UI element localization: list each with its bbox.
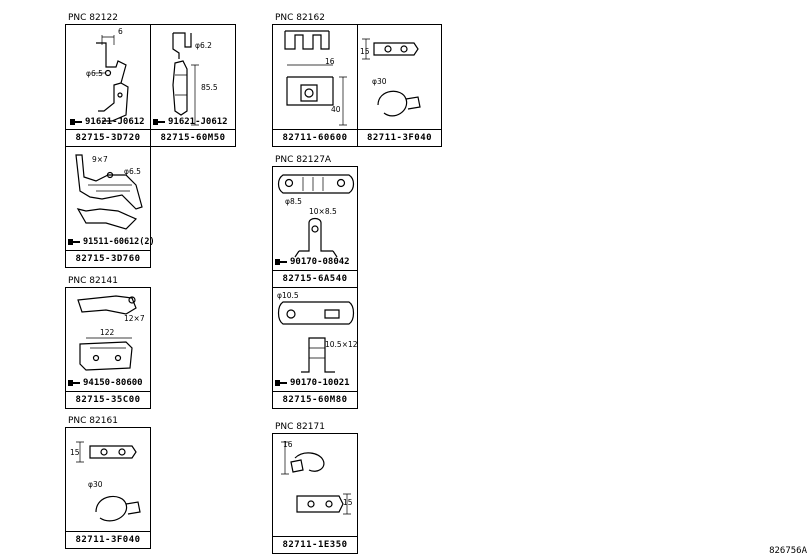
bolt-icon <box>275 379 287 387</box>
part-box-82122: 6 φ6.5 91621-J0612 82715-3D720 φ6.2 85.5… <box>65 24 236 147</box>
dim-length: 85.5 <box>201 83 218 92</box>
dim-height: 15 <box>70 448 80 457</box>
fastener-number: 90170-10021 <box>290 378 350 388</box>
fastener-callout: 91621-J0612 <box>70 117 145 127</box>
dim-diameter: φ30 <box>88 480 103 489</box>
part-cell-82715-35C00[interactable]: 12×7 122 94150-80600 82715-35C00 <box>65 287 151 409</box>
bracket-drawing <box>277 301 355 373</box>
bracket-drawing <box>75 154 143 230</box>
bolt-icon <box>275 258 287 266</box>
part-cell-82711-3F040[interactable]: 15 φ30 82711-3F040 <box>65 427 151 549</box>
fastener-callout: 94150-80600 <box>68 378 143 388</box>
dim-hole-diameter: φ6.2 <box>195 41 212 50</box>
bracket-drawing <box>94 35 129 122</box>
pnc-label-82162: PNC 82162 <box>275 13 325 23</box>
part-number: 82711-60600 <box>273 129 357 146</box>
dim-height: 16 <box>283 440 293 449</box>
illustration-reference: 826756A <box>769 546 807 556</box>
dim-slot: 9×7 <box>92 155 108 164</box>
dim-length: 40 <box>331 105 341 114</box>
part-number: 82715-3D760 <box>66 250 150 267</box>
bolt-icon <box>68 379 80 387</box>
part-cell-82715-3D720[interactable]: 6 φ6.5 91621-J0612 82715-3D720 <box>66 25 151 146</box>
bracket-drawing <box>277 174 355 258</box>
part-cell-82715-3D760[interactable]: 9×7 φ6.5 91511-60612(2) 82715-3D760 <box>65 146 155 268</box>
clamp-drawing <box>76 441 141 522</box>
pnc-label-82127a: PNC 82127A <box>275 155 332 165</box>
part-number: 82711-3F040 <box>358 129 441 146</box>
fastener-number: 90170-08042 <box>290 257 350 267</box>
part-number: 82715-6A540 <box>273 270 357 287</box>
bracket-drawing <box>172 32 199 126</box>
part-number: 82715-3D720 <box>66 129 150 146</box>
dim-slot: 10×8.5 <box>309 207 337 216</box>
part-number: 82711-1E350 <box>273 536 357 553</box>
dim-width: 16 <box>325 57 335 66</box>
dim-width: 15 <box>343 498 353 507</box>
fastener-number: 91621-J0612 <box>168 117 228 127</box>
fastener-number: 91621-J0612 <box>85 117 145 127</box>
part-number: 82715-60M50 <box>151 129 235 146</box>
pnc-label-82122: PNC 82122 <box>68 13 118 23</box>
bolt-icon <box>68 238 80 246</box>
dim-diameter: φ30 <box>372 77 387 86</box>
bolt-icon <box>153 118 165 126</box>
part-number: 82711-3F040 <box>66 531 150 548</box>
bracket-drawing <box>77 295 137 371</box>
part-cell-82715-6A540[interactable]: φ8.5 10×8.5 90170-08042 82715-6A540 <box>272 166 358 288</box>
fastener-number: 94150-80600 <box>83 378 143 388</box>
clamp-drawing <box>362 38 421 117</box>
dim-length: 122 <box>100 328 115 337</box>
dim-hole-diameter: φ6.5 <box>86 69 103 78</box>
part-cell-82711-1E350[interactable]: 16 15 82711-1E350 <box>272 433 358 554</box>
fastener-callout: 90170-08042 <box>275 257 350 267</box>
part-cell-82715-60M80[interactable]: φ10.5 10.5×12 90170-10021 82715-60M80 <box>272 287 358 409</box>
clamp-drawing <box>284 30 347 126</box>
pnc-label-82171: PNC 82171 <box>275 422 325 432</box>
part-number: 82715-35C00 <box>66 391 150 408</box>
part-cell-82715-60M50[interactable]: φ6.2 85.5 91621-J0612 82715-60M50 <box>151 25 235 146</box>
clamp-drawing <box>281 441 351 515</box>
dim-width: 6 <box>118 27 123 36</box>
dim-slot: 10.5×12 <box>325 340 358 349</box>
fastener-callout: 91511-60612(2) <box>68 237 155 247</box>
pnc-label-82141: PNC 82141 <box>68 276 118 286</box>
dim-slot: 12×7 <box>124 314 145 323</box>
part-cell-82711-60600[interactable]: 16 40 82711-60600 <box>273 25 358 146</box>
pnc-label-82161: PNC 82161 <box>68 416 118 426</box>
dim-height: 15 <box>360 47 370 56</box>
dim-hole-diameter: φ8.5 <box>285 197 302 206</box>
dim-hole-diameter: φ10.5 <box>277 291 299 300</box>
part-cell-82711-3F040[interactable]: 15 φ30 82711-3F040 <box>358 25 441 146</box>
fastener-callout: 91621-J0612 <box>153 117 228 127</box>
part-number: 82715-60M80 <box>273 391 357 408</box>
dim-hole-diameter: φ6.5 <box>124 167 141 176</box>
fastener-callout: 90170-10021 <box>275 378 350 388</box>
fastener-number: 91511-60612(2) <box>83 237 155 247</box>
bolt-icon <box>70 118 82 126</box>
part-box-82162: 16 40 82711-60600 15 φ30 82711-3F040 <box>272 24 442 147</box>
